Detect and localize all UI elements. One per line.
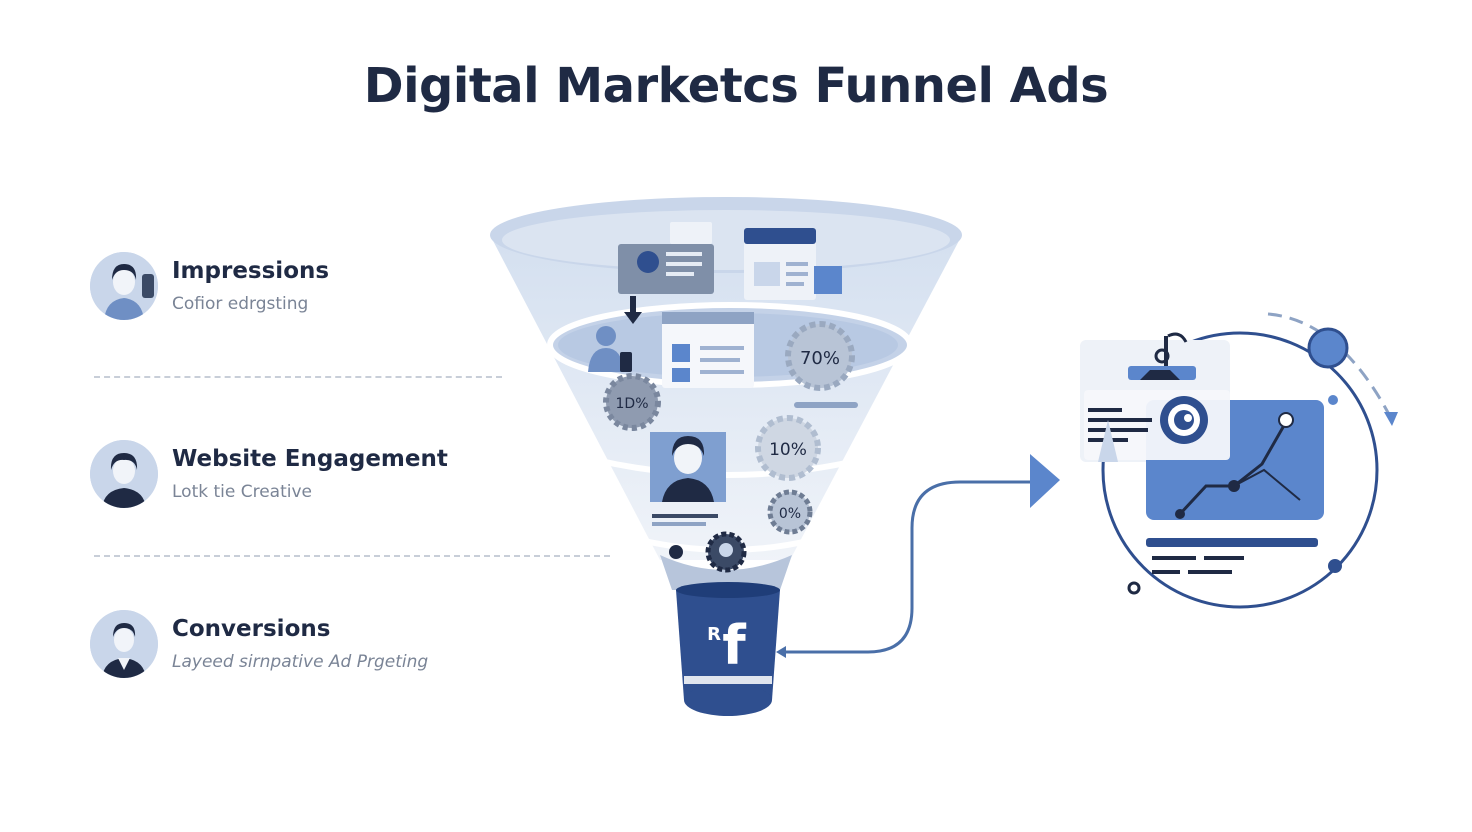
- person-silhouette-icon: [588, 326, 632, 372]
- document-card-icon: [662, 312, 754, 388]
- badge-value: 70%: [800, 348, 840, 369]
- stage-subtitle: Cofior edrgsting: [172, 294, 309, 314]
- stage-title: Website Engagement: [172, 446, 448, 472]
- user-avatar-icon: [90, 252, 158, 320]
- stage-conversions: Conversions Layeed sirnpative Ad Prgetin…: [90, 610, 610, 690]
- spout-prefix: R: [707, 624, 721, 645]
- user-avatar-icon: [90, 440, 158, 508]
- ad-card-icon: [618, 222, 714, 324]
- gear-badge-icon: 0%: [767, 489, 813, 535]
- browser-window-icon: [744, 228, 842, 300]
- portrait-card-icon: [650, 432, 726, 526]
- stage-title: Impressions: [172, 258, 330, 284]
- gear-badge-icon: 10%: [755, 415, 821, 481]
- badge-value: 1D%: [616, 396, 649, 412]
- arrow-right-icon: [1030, 454, 1060, 508]
- progress-line: [794, 402, 858, 408]
- funnel-spout: f R: [676, 582, 780, 716]
- page-title: Digital Marketcs Funnel Ads: [363, 58, 1109, 114]
- badge-value: 10%: [769, 440, 807, 460]
- user-avatar-icon: [90, 610, 158, 678]
- connector-arrow: [776, 454, 1060, 658]
- gear-badge-icon: 1D%: [603, 373, 661, 431]
- divider: [94, 376, 502, 378]
- gear-badge-icon: 70%: [785, 321, 855, 391]
- target-icon: [1160, 396, 1208, 444]
- facebook-icon: f: [722, 614, 746, 677]
- stage-title: Conversions: [172, 616, 331, 642]
- stage-impressions: Impressions Cofior edrgsting: [90, 252, 610, 332]
- gear-badge-icon: [705, 531, 747, 573]
- analytics-dashboard: [1080, 312, 1398, 609]
- divider: [94, 555, 610, 557]
- stage-subtitle: Layeed sirnpative Ad Prgeting: [172, 652, 429, 672]
- stage-subtitle: Lotk tie Creative: [172, 482, 313, 502]
- funnel: [490, 197, 962, 590]
- badge-value: 0%: [779, 506, 801, 522]
- stage-website-engagement: Website Engagement Lotk tie Creative: [90, 440, 610, 520]
